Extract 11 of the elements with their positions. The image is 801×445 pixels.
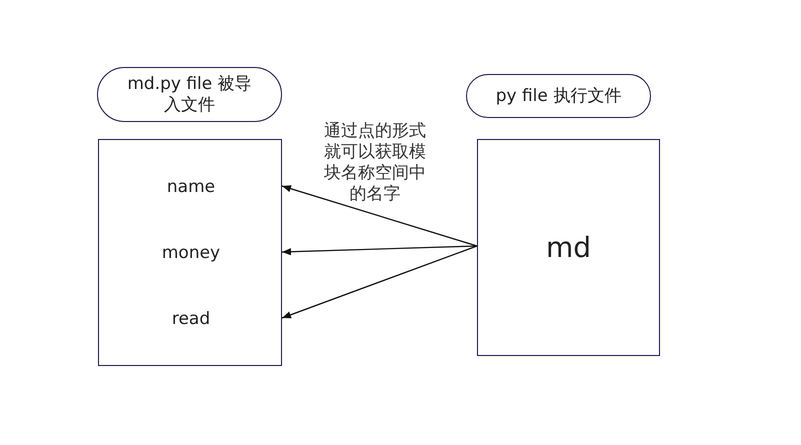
- item-text: money: [99, 238, 283, 268]
- rounded-label: md.py file 被导入文件: [97, 67, 282, 122]
- item-text: name: [99, 172, 283, 202]
- note-text: 通过点的形式就可以获取模块名称空间中的名字: [323, 121, 427, 205]
- module-box: [98, 139, 282, 366]
- module-box: md: [477, 139, 660, 356]
- arrow: [282, 245, 478, 256]
- item-text: read: [99, 304, 283, 334]
- arrow: [282, 245, 478, 319]
- rounded-label: py file 执行文件: [466, 74, 651, 118]
- arrow: [282, 185, 478, 247]
